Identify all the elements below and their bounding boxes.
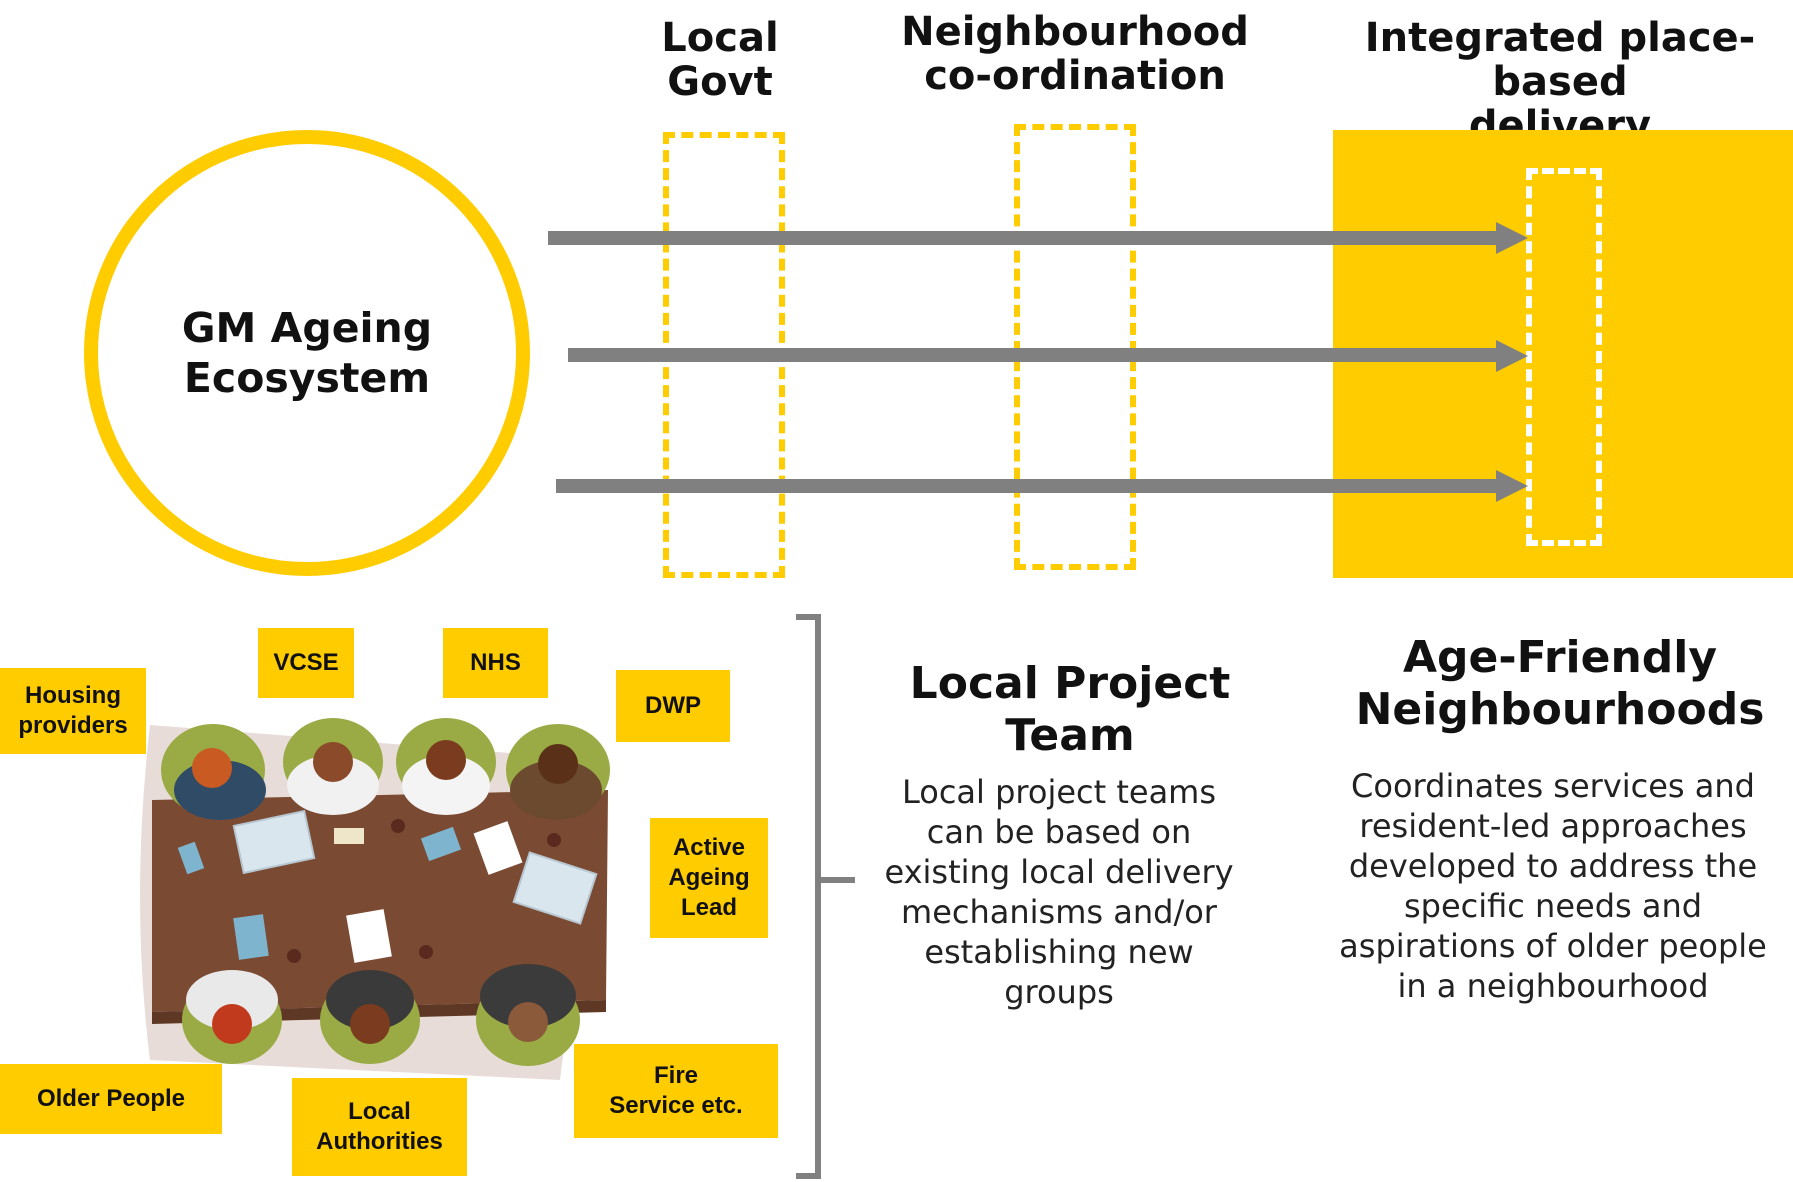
local-govt-dashed-box: [663, 132, 785, 578]
tag-local-authorities: Local Authorities: [292, 1078, 467, 1176]
person-icon: [510, 744, 602, 820]
local-project-team-description: Local project teams can be based on exis…: [884, 773, 1234, 1011]
tablet-icon: [177, 841, 205, 875]
tag-dwp: DWP: [616, 670, 730, 742]
tag-nhs: NHS: [443, 628, 548, 698]
column-heading-neighbourhood: Neighbourhood co-ordination: [901, 9, 1249, 99]
local-project-team-title: Local Project Team: [909, 658, 1231, 761]
chair-icon: [283, 718, 383, 806]
tablet-icon: [233, 914, 269, 960]
laptop-icon: [512, 851, 598, 925]
tag-fire-service: Fire Service etc.: [574, 1044, 778, 1138]
person-icon: [186, 970, 278, 1044]
laptop-icon: [232, 809, 316, 875]
chair-icon: [476, 974, 580, 1066]
neighbourhood-dashed-box: [1014, 124, 1136, 570]
table-shadow: [140, 725, 600, 1080]
meeting-table-icon: [152, 790, 608, 1012]
paper-icon: [473, 821, 523, 875]
person-icon: [326, 970, 414, 1044]
paper-icon: [346, 909, 392, 963]
column-heading-local-govt: Local Govt: [661, 15, 779, 105]
person-icon: [287, 742, 379, 815]
tag-housing-providers: Housing providers: [0, 668, 146, 754]
column-heading-integrated-delivery: Integrated place-based delivery: [1364, 15, 1756, 149]
cup-icon: [391, 819, 405, 833]
cup-icon: [419, 945, 433, 959]
ecosystem-label: GM Ageing Ecosystem: [181, 304, 433, 402]
tag-older-people: Older People: [0, 1064, 222, 1134]
cup-icon: [547, 833, 561, 847]
delivery-dashed-box: [1526, 168, 1602, 546]
chair-icon: [320, 976, 420, 1064]
person-icon: [402, 740, 490, 815]
chair-icon: [182, 976, 282, 1064]
tablet-icon: [420, 826, 462, 862]
person-icon: [480, 964, 576, 1042]
ecosystem-circle: GM Ageing Ecosystem: [84, 130, 530, 576]
age-friendly-title: Age-Friendly Neighbourhoods: [1355, 632, 1765, 735]
chair-icon: [506, 724, 610, 816]
chair-icon: [396, 718, 496, 806]
age-friendly-description: Coordinates services and resident-led ap…: [1339, 767, 1767, 1005]
person-icon: [174, 748, 266, 820]
chair-icon: [161, 724, 265, 816]
tag-vcse: VCSE: [258, 628, 354, 698]
team-bracket: [796, 614, 855, 1179]
tag-active-ageing-lead: Active Ageing Lead: [650, 818, 768, 938]
notebook-icon: [334, 828, 364, 844]
cup-icon: [287, 949, 301, 963]
